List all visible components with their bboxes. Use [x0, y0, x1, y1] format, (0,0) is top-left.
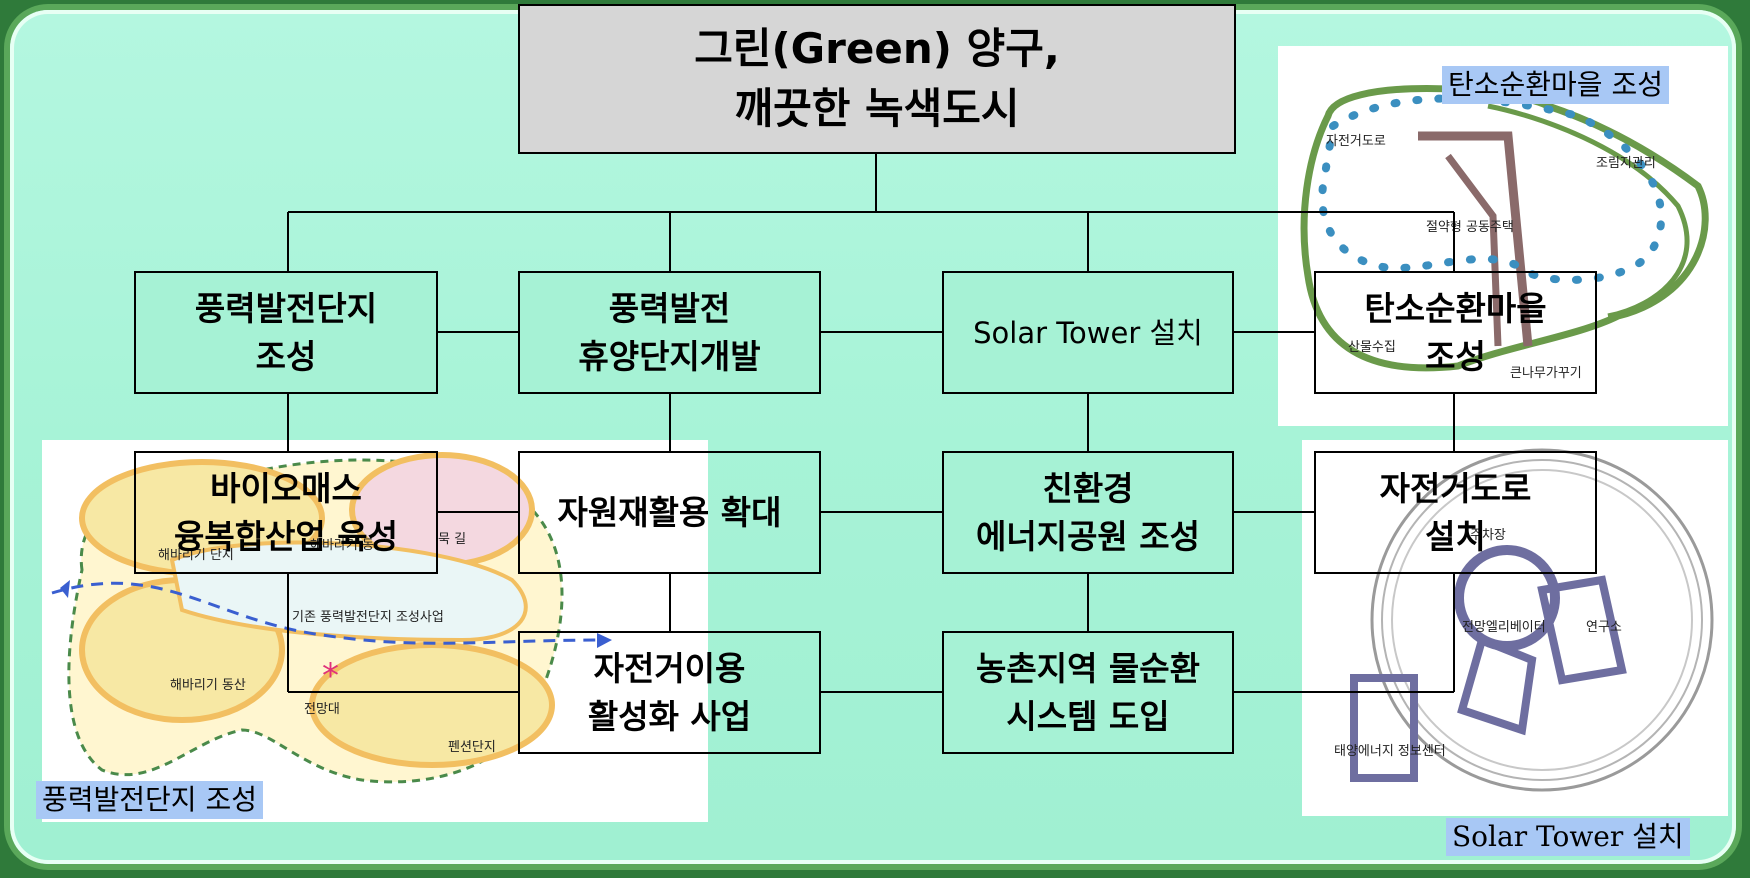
box-recycling-line-1: 자원재활용 확대 — [557, 492, 782, 532]
box-wind-complex-line-1: 풍력발전단지 — [194, 288, 378, 328]
box-carbon-village-line-2: 조성 — [1425, 336, 1486, 376]
caption-solar-tower: Solar Tower 설치 — [1446, 818, 1690, 856]
caption-carbon-village: 탄소순환마을 조성 — [1442, 66, 1669, 104]
box-wind-complex: 풍력발전단지 조성 — [134, 271, 438, 394]
map-label-pension: 펜션단지 — [448, 740, 496, 755]
box-biomass-line-2: 융복합산업 육성 — [173, 516, 398, 556]
box-bike-road-line-1: 자전거도로 — [1379, 468, 1532, 508]
wind-complex-map: * 기존 풍력발전단지 조성사업 해바리기 동산 전망대 펜션단지 묵 길 해바… — [42, 440, 708, 822]
map-label-collect: 산물수집 — [1348, 340, 1396, 355]
map-label-walk: 묵 길 — [438, 532, 467, 547]
box-biomass: 바이오매스 융복합산업 육성 — [134, 451, 438, 574]
box-bike-road-line-2: 설치 — [1425, 516, 1486, 556]
caption-wind-complex: 풍력발전단지 조성 — [36, 781, 263, 819]
box-bike-use-line-1: 자전거이용 — [593, 648, 746, 688]
solar-tower-sketch — [1350, 448, 1714, 792]
title-line-2: 깨끗한 녹색도시 — [734, 84, 1020, 133]
box-bike-use: 자전거이용 활성화 사업 — [518, 631, 821, 754]
box-wind-complex-line-2: 조성 — [255, 336, 317, 376]
map-label-parking: 주차장 — [1470, 528, 1506, 543]
box-wind-resort-line-2: 휴양단지개발 — [578, 336, 761, 376]
box-wind-resort: 풍력발전 휴양단지개발 — [518, 271, 821, 394]
box-carbon-village: 탄소순환마을 조성 — [1314, 271, 1597, 394]
map-label-existing-wind: 기존 풍력발전단지 조성사업 — [292, 610, 444, 625]
box-water-cycle: 농촌지역 물순환 시스템 도입 — [942, 631, 1234, 754]
map-label-forest: 조림지관리 — [1596, 156, 1656, 171]
map-label-housing: 절약형 공동주택 — [1426, 220, 1514, 235]
box-wind-resort-line-1: 풍력발전 — [608, 288, 731, 328]
box-solar-tower: Solar Tower 설치 — [942, 271, 1234, 394]
box-bike-road: 자전거도로 설치 — [1314, 451, 1597, 574]
box-water-cycle-line-1: 농촌지역 물순환 — [975, 648, 1200, 688]
map-label-lab: 연구소 — [1586, 620, 1622, 635]
map-label-observatory: 전망대 — [304, 702, 340, 717]
map-label-tree: 큰나무가꾸기 — [1510, 366, 1582, 381]
map-label-bike-road: 자전거도로 — [1326, 134, 1386, 149]
box-eco-energy-park-line-2: 에너지공원 조성 — [975, 516, 1200, 556]
map-label-sunflower-hill-2: 해바라기 동 — [310, 538, 374, 553]
map-label-sunflower-hill: 해바리기 동산 — [170, 678, 246, 693]
box-carbon-village-line-1: 탄소순환마을 — [1364, 288, 1547, 328]
wind-complex-drawing: * — [51, 452, 612, 784]
map-label-elevator: 전망엘리베이터 — [1462, 620, 1546, 635]
box-eco-energy-park-line-1: 친환경 — [1042, 468, 1134, 508]
title-box: 그린(Green) 양구, 깨끗한 녹색도시 — [518, 4, 1236, 154]
title-line-1: 그린(Green) 양구, — [694, 24, 1060, 73]
box-solar-tower-line-1: Solar Tower 설치 — [973, 315, 1203, 350]
box-eco-energy-park: 친환경 에너지공원 조성 — [942, 451, 1234, 574]
map-label-sunflower-complex: 해바리기 단지 — [158, 548, 234, 563]
solar-tower-drawing: 주차장 전망엘리베이터 연구소 태양에너지 정보센터 — [1302, 440, 1728, 816]
box-bike-use-line-2: 활성화 사업 — [587, 696, 752, 736]
map-label-info: 태양에너지 정보센터 — [1334, 744, 1446, 759]
box-recycling: 자원재활용 확대 — [518, 451, 821, 574]
box-water-cycle-line-2: 시스템 도입 — [1006, 696, 1170, 736]
box-biomass-line-1: 바이오매스 — [210, 468, 362, 508]
svg-text:*: * — [322, 656, 339, 696]
